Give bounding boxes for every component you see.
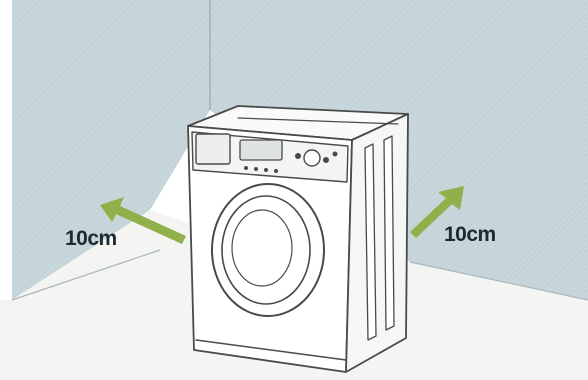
clearance-label-left: 10cm (65, 228, 117, 249)
washing-machine-icon (188, 106, 408, 372)
clearance-label-right: 10cm (444, 224, 496, 245)
